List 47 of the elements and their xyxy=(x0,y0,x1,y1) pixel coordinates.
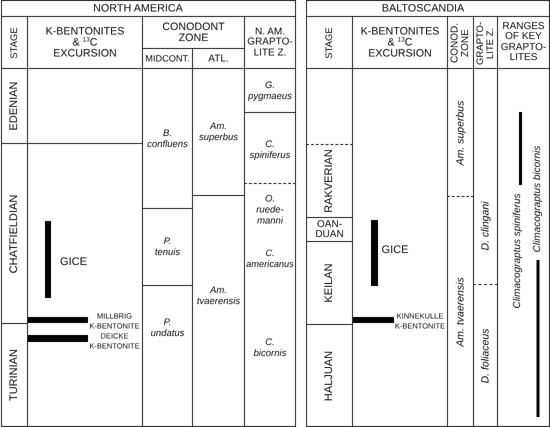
header-label: GRAPTO- LITE Z. xyxy=(476,20,496,66)
stage-name: HALJUAN xyxy=(324,350,336,401)
panel-title: NORTH AMERICA xyxy=(93,2,183,14)
header-label: K-BENTONITES & $^{13}$C EXCURSION xyxy=(360,26,440,59)
header-label: STAGE xyxy=(9,26,20,58)
region-panel xyxy=(306,0,550,427)
graptolite-name: Climacograptus spiniferus xyxy=(512,193,524,309)
panel-title: BALTOSCANDIA xyxy=(382,2,464,14)
zone-name: Am. tvaerensis xyxy=(196,285,242,307)
header-label: ATL. xyxy=(208,53,229,64)
stage-name: OAN- DUAN xyxy=(314,220,345,240)
zone-name: D. foliaceus xyxy=(480,328,491,383)
zone-name: G. pygmaeus xyxy=(247,80,293,102)
stage-name: RAKVERIAN xyxy=(324,149,336,213)
excursion-label: GICE xyxy=(382,245,408,257)
column-header xyxy=(352,16,448,69)
column-header xyxy=(497,16,550,69)
graptolite-name: Climacograptus bicornis xyxy=(532,146,543,252)
zone-name: P. undatus xyxy=(150,316,186,338)
header-label: N. AM. GRAPTO- LITE Z. xyxy=(246,26,294,58)
column-header xyxy=(27,16,143,69)
zone-interval xyxy=(473,284,498,427)
header-label: RANGES OF KEY GRAPTO- LITES xyxy=(500,22,548,64)
zone-name: Am. superbus xyxy=(198,121,240,143)
zone-name: C. americanus xyxy=(246,248,294,270)
stage-name: KEILAN xyxy=(324,263,336,303)
column-header xyxy=(306,16,353,69)
header-label: CONOD. ZONE xyxy=(450,22,471,64)
header-label: CONODONT ZONE xyxy=(161,22,226,44)
header-label: MIDCONT. xyxy=(145,53,190,64)
zone-name: Am. superbus xyxy=(455,100,466,165)
zone-name: C. bicornis xyxy=(252,337,288,359)
stage-name: CHATFIELDIAN xyxy=(8,194,20,273)
region-panel xyxy=(1,0,296,427)
stage-interval xyxy=(306,144,353,218)
header-label: STAGE xyxy=(324,26,335,58)
zone-name: P. tenuis xyxy=(154,236,182,258)
zone-name: O. ruede- manni xyxy=(255,194,285,226)
stage-name: TURINIAN xyxy=(8,349,20,401)
zone-name: D. clingani xyxy=(480,201,491,251)
zone-name: C. spiniferus xyxy=(248,139,292,161)
excursion-label: GICE xyxy=(60,257,87,269)
zone-name: Am. tvaerensis xyxy=(455,276,466,346)
zone-interval xyxy=(447,196,474,427)
zone-name: B. confluens xyxy=(146,128,189,150)
header-label: K-BENTONITES & $^{13}$C EXCURSION xyxy=(44,26,126,59)
stage-name: EDENIAN xyxy=(8,82,20,130)
